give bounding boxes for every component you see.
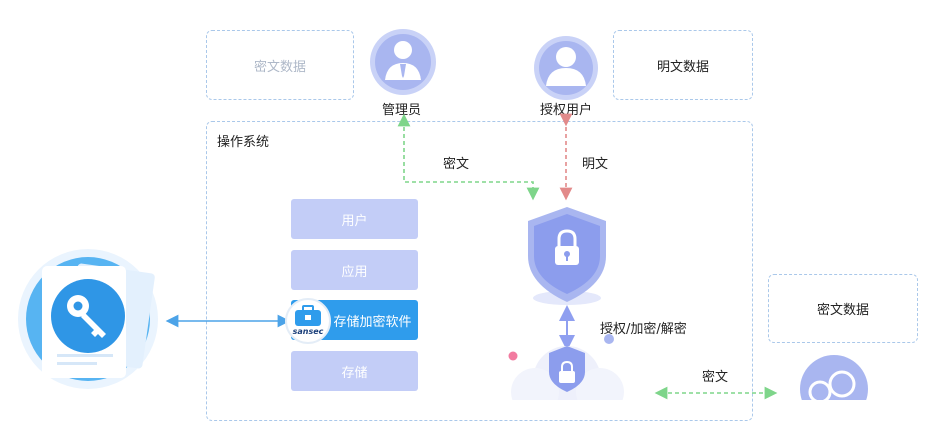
right-box-label: 密文数据 xyxy=(816,303,869,318)
layer-application-label: 应用 xyxy=(341,264,368,280)
layer-storage-label: 存储 xyxy=(341,365,368,381)
admin-avatar-icon xyxy=(370,29,436,95)
auth-encrypt-decrypt-label: 授权/加密/解密 xyxy=(600,322,687,337)
shield-lock-icon xyxy=(528,207,606,305)
right-ciphertext-box: 密文数据 xyxy=(768,274,918,343)
toolbox-icon xyxy=(295,305,321,326)
top-left-box-label: 密文数据 xyxy=(253,59,306,75)
layer-application: 应用 xyxy=(291,250,418,290)
cloud-lock-icon xyxy=(511,346,624,400)
top-right-plaintext-box: 明文数据 xyxy=(613,30,753,100)
flow-arrows xyxy=(18,113,868,400)
layer-user-label: 用户 xyxy=(341,213,368,229)
cloud-users-icon xyxy=(800,355,868,400)
layer-storage-encryption-label: 存储加密软件 xyxy=(333,314,412,330)
admin-ciphertext-arrow xyxy=(397,113,540,201)
ciphertext-admin-label: 密文 xyxy=(443,157,470,172)
plaintext-user-label: 明文 xyxy=(582,157,609,172)
layer-storage: 存储 xyxy=(291,351,418,391)
ciphertext-cloud-label: 密文 xyxy=(702,370,729,385)
sansec-badge-text: sansec xyxy=(292,327,324,336)
user-avatar-icon xyxy=(534,36,598,100)
decor-dot-pink xyxy=(508,351,518,361)
user-label: 授权用户 xyxy=(540,103,593,118)
sansec-badge: sansec xyxy=(285,298,331,344)
document-key-icon xyxy=(18,249,158,389)
avatars-layer xyxy=(370,29,598,100)
decor-dot-purple xyxy=(604,334,614,344)
layer-user: 用户 xyxy=(291,199,418,239)
top-left-ciphertext-box: 密文数据 xyxy=(206,30,354,100)
os-label: 操作系统 xyxy=(217,135,270,150)
top-right-box-label: 明文数据 xyxy=(656,59,709,75)
